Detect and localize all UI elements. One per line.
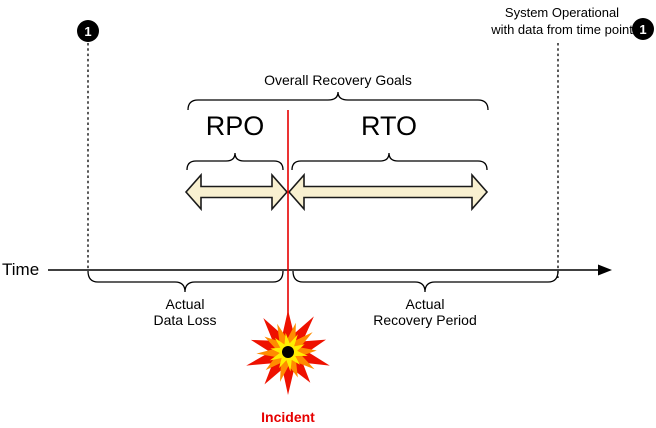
system-operational-label: System Operational with data from time p… [482, 4, 642, 38]
incident-label: Incident [261, 409, 315, 425]
actual-data-loss-label: Actual Data Loss [153, 296, 216, 328]
system-operational-line1: System Operational [504, 5, 620, 20]
actual-recovery-period-brace [292, 270, 559, 293]
actual-recovery-period-line2: Recovery Period [373, 312, 477, 328]
system-operational-marker-badge: 1 [632, 18, 654, 40]
actual-recovery-period-line1: Actual [405, 296, 445, 312]
actual-recovery-period-label: Actual Recovery Period [373, 296, 477, 328]
overall-recovery-goals-brace [187, 91, 489, 111]
overall-recovery-goals-label: Overall Recovery Goals [264, 72, 412, 88]
time-axis-label: Time [2, 260, 40, 279]
rpo-double-arrow [184, 172, 289, 212]
system-operational-line2: with data from time point [491, 22, 633, 37]
actual-data-loss-line1: Actual [165, 296, 205, 312]
actual-data-loss-line2: Data Loss [153, 312, 217, 328]
time-axis-arrowhead [598, 264, 612, 276]
actual-data-loss-brace [87, 270, 284, 293]
rto-label: RTO [360, 111, 418, 141]
rpo-label: RPO [205, 111, 265, 141]
incident-starburst-center-dot [282, 346, 294, 358]
rto-double-arrow [287, 172, 489, 212]
rpo-brace [186, 152, 284, 171]
rto-brace [291, 152, 488, 171]
time-point-marker-badge: 1 [77, 20, 99, 42]
